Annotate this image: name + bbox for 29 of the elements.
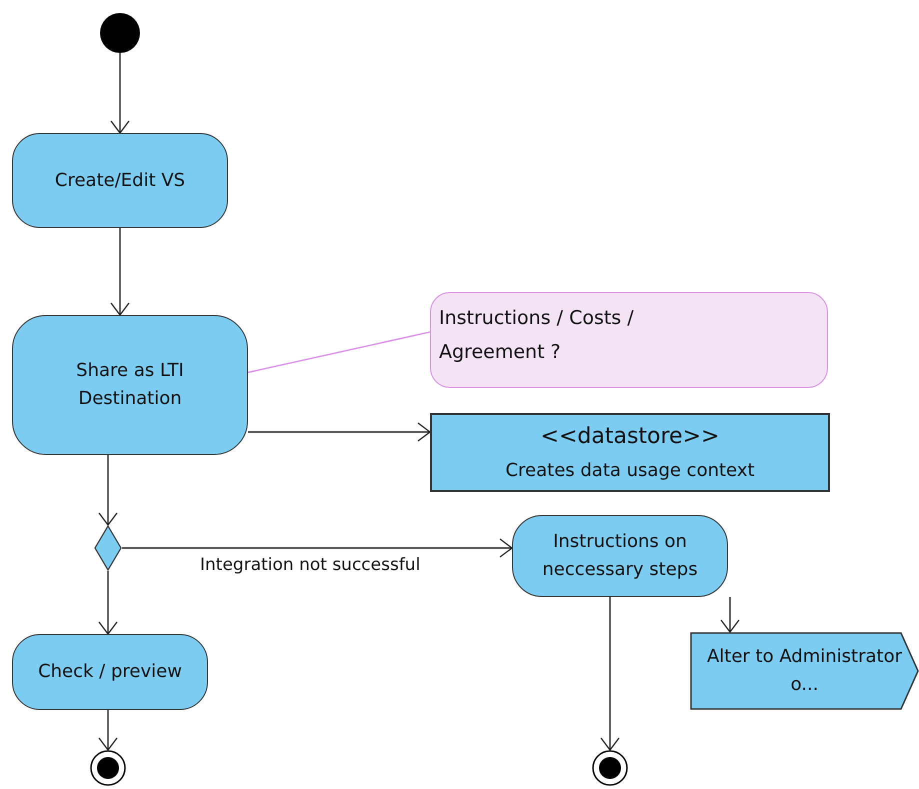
node-label: Share as LTI Destination: [75, 359, 185, 411]
datastore-box: [430, 413, 830, 492]
arrow: [600, 597, 620, 751]
arrow: [110, 228, 130, 316]
final-node: [90, 750, 126, 786]
arrow: [98, 571, 118, 635]
node-label: Alter to Administrator o...: [706, 645, 904, 697]
arrow: [110, 53, 130, 134]
start-node: [100, 13, 140, 53]
arrow: [248, 422, 431, 442]
node-label: Instructions / Costs / Agreement ?: [439, 306, 635, 365]
arrow: [98, 455, 118, 526]
action-box: [512, 515, 728, 597]
node-label: Instructions on neccessary steps: [541, 530, 699, 582]
callout-line: [248, 331, 430, 374]
action-box: [12, 133, 228, 228]
arrow: [122, 538, 513, 558]
node-label: Check / preview: [37, 660, 183, 684]
arrow: [98, 710, 118, 751]
note-box: [430, 292, 828, 388]
signal-box: [690, 632, 919, 710]
arrow: [720, 597, 740, 633]
node-label: Create/Edit VS: [54, 168, 186, 192]
node-label: Creates data usage context: [504, 458, 756, 482]
action-box: [12, 634, 208, 710]
action-box: [12, 315, 248, 455]
stereotype-label: <<datastore>>: [540, 422, 720, 450]
final-node: [592, 750, 628, 786]
decision-diamond: [94, 525, 122, 571]
